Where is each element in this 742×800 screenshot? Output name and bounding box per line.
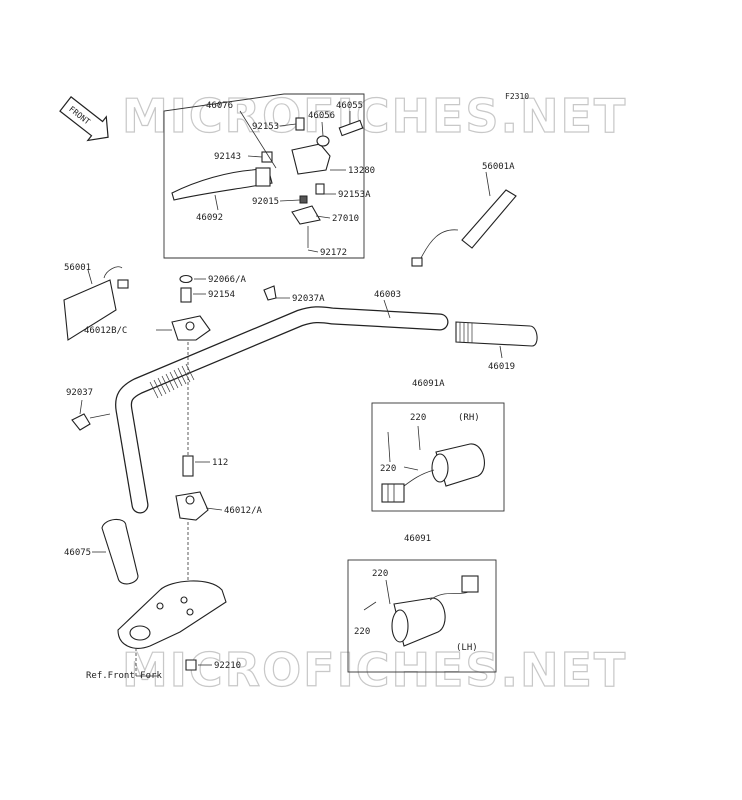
nut-92015 [299, 195, 308, 204]
callout-220-lh-left: 220 [354, 627, 370, 637]
callout-46019: 46019 [488, 362, 515, 372]
holder-stack-upper [156, 274, 290, 341]
rh-switch-box [371, 402, 505, 512]
callout-13280: 13280 [348, 166, 375, 176]
label-rh: (RH) [458, 413, 480, 423]
handlebar [115, 306, 449, 514]
clamp-92037a [263, 285, 277, 301]
callout-46003: 46003 [374, 290, 401, 300]
lever-holder [291, 143, 331, 175]
callout-92037a: 92037A [292, 294, 325, 304]
callout-92210: 92210 [214, 661, 241, 671]
lever-assembly-box [163, 93, 365, 259]
callout-112: 112 [212, 458, 228, 468]
callout-92172: 92172 [320, 248, 347, 258]
callout-56001: 56001 [64, 263, 91, 273]
label-lh: (LH) [456, 643, 478, 653]
callout-46091a: 46091A [412, 379, 445, 389]
bolt-92153a [315, 183, 325, 195]
callout-92154: 92154 [208, 290, 235, 300]
nut-92210 [185, 659, 197, 671]
callout-46076: 46076 [206, 101, 233, 111]
callout-220-lh-top: 220 [372, 569, 388, 579]
triple-clamp [117, 580, 227, 676]
callout-27010: 27010 [332, 214, 359, 224]
mirror-right [411, 171, 517, 267]
callout-46091: 46091 [404, 534, 431, 544]
screw-92153 [295, 117, 305, 131]
holder-stack-lower [175, 342, 223, 580]
grip-left [92, 518, 139, 585]
callout-92153: 92153 [252, 122, 279, 132]
callout-92066a: 92066/A [208, 275, 247, 285]
rh-switch [381, 425, 485, 503]
cap-46056 [316, 135, 330, 147]
lever-pivot [255, 167, 271, 187]
lever-leaders [214, 110, 351, 253]
watermark-bottom: MICROFICHES.NET [122, 643, 627, 697]
lh-switch [363, 575, 479, 647]
callout-92037: 92037 [66, 388, 93, 398]
callout-92143: 92143 [214, 152, 241, 162]
diagram-id: F2310 [505, 92, 529, 101]
clamp-27010 [291, 205, 321, 225]
watermark-top: MICROFICHES.NET [122, 89, 627, 143]
clamp-92037 [71, 399, 111, 431]
bolt-46055 [338, 119, 364, 137]
callout-46092: 46092 [196, 213, 223, 223]
callout-46056: 46056 [308, 111, 335, 121]
callout-46012bc: 46012B/C [84, 326, 127, 336]
clutch-lever [171, 167, 273, 201]
grip-right [455, 321, 538, 359]
general-leaders [136, 299, 391, 677]
ref-front-fork-label: Ref.Front Fork [86, 671, 162, 681]
callout-92015: 92015 [252, 197, 279, 207]
callout-220-rh-left: 220 [380, 464, 396, 474]
callout-46075: 46075 [64, 548, 91, 558]
mirror-left [63, 266, 129, 341]
callout-56001a: 56001A [482, 162, 515, 172]
callout-46012a: 46012/A [224, 506, 263, 516]
clutch-lever-assembly [171, 117, 364, 248]
callout-92153a: 92153A [338, 190, 371, 200]
callout-220-rh-top: 220 [410, 413, 426, 423]
front-arrow-icon: FRONT [59, 96, 109, 142]
lh-switch-box [347, 559, 497, 673]
callout-46055: 46055 [336, 101, 363, 111]
